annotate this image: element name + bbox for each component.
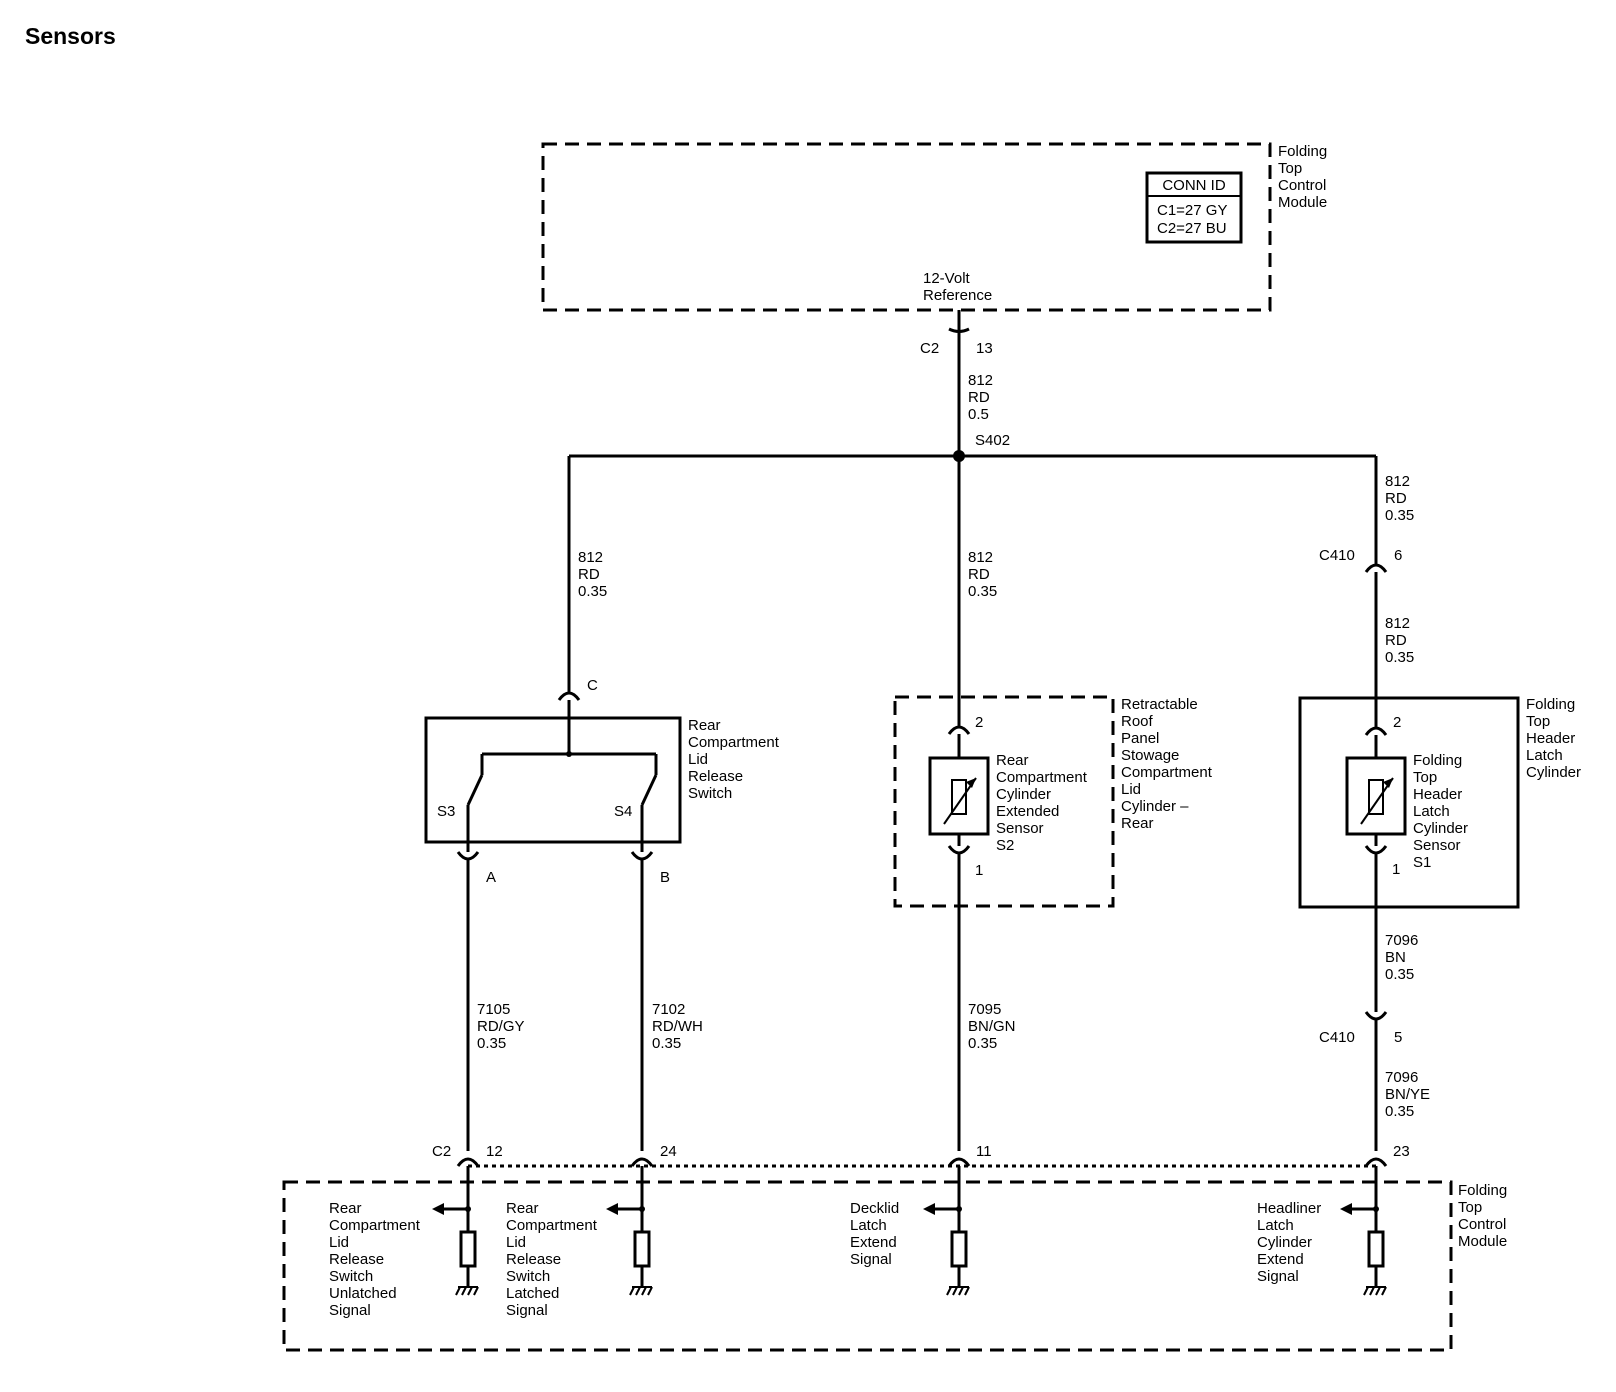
- signal-arrow-23: [1340, 1203, 1352, 1215]
- connector-c410-pin-6-label: 6: [1394, 547, 1402, 564]
- switch-pin-a-label: A: [486, 869, 496, 886]
- wire-812-right-lower-label: 812 RD 0.35: [1385, 615, 1414, 666]
- wire-7102-label: 7102 RD/WH 0.35: [652, 1001, 707, 1052]
- wire-7095-label: 7095 BN/GN 0.35: [968, 1001, 1020, 1052]
- bottom-control-module-box: [282, 1180, 1453, 1352]
- conn-id-line-2: C2=27 BU: [1157, 220, 1227, 237]
- switch-pin-c-label: C: [587, 677, 598, 694]
- module-terminal-11: 11 Decklid Latch Extend Signal: [850, 1143, 992, 1296]
- wire-812-main-label: 812 RD 0.5: [968, 372, 997, 423]
- sensor-s1-resistor: [1368, 779, 1384, 815]
- pulldown-resistor-24: [633, 1230, 651, 1268]
- module-pin-11-label: 11: [976, 1143, 992, 1160]
- sensor-s2-pin-2-label: 2: [975, 714, 983, 731]
- sensor-s1-pin-2-label: 2: [1393, 714, 1401, 731]
- sensor-s1-element: [1345, 756, 1407, 836]
- wire-812-center-label: 812 RD 0.35: [968, 549, 997, 600]
- connector-c410-upper-label: C410: [1319, 547, 1355, 564]
- ground-icon-24: [629, 1286, 653, 1296]
- pulldown-resistor-23: [1367, 1230, 1385, 1268]
- connector-c410-pin-5-symbol: [1364, 1011, 1388, 1021]
- sensor-s2-pin-1-label: 1: [975, 862, 983, 879]
- module-terminal-23: 23 Headliner Latch Cylinder Extend Signa…: [1257, 1143, 1410, 1296]
- top-control-module-box: [541, 142, 1272, 312]
- conn-id-box: CONN ID C1=27 GY C2=27 BU: [1145, 171, 1243, 244]
- signal-arrow-12: [432, 1203, 444, 1215]
- connector-c410-pin-6-symbol: [1364, 563, 1388, 573]
- connector-c2-pin-13: 13: [976, 340, 993, 357]
- switch-contact-s3: [466, 774, 484, 806]
- sensor-s2-pin-1-connector-symbol: [947, 845, 971, 855]
- module-pin-12-label: 12: [486, 1143, 503, 1160]
- sensor-s1-housing-name: Folding Top Header Latch Cylinder: [1526, 696, 1581, 781]
- retractable-roof-panel-housing: [893, 695, 1115, 908]
- switch-pin-a-connector-symbol: [456, 851, 480, 861]
- sensor-s2-pin-2-connector-symbol: [947, 725, 971, 735]
- switch-contact-s4-label: S4: [614, 803, 632, 820]
- wire-7096-bnye-label: 7096 BN/YE 0.35: [1385, 1069, 1434, 1120]
- sensor-s1-pin-1-connector-symbol: [1364, 845, 1388, 855]
- module-pin-24-label: 24: [660, 1143, 677, 1160]
- sensor-s2-name: Rear Compartment Cylinder Extended Senso…: [996, 752, 1091, 854]
- switch-pin-b-label: B: [660, 869, 670, 886]
- connector-c410-pin-5-label: 5: [1394, 1029, 1402, 1046]
- wire-7105-label: 7105 RD/GY 0.35: [477, 1001, 528, 1052]
- page-title: Sensors: [25, 23, 116, 49]
- switch-contact-s3-label: S3: [437, 803, 455, 820]
- reference-terminal-label: 12-Volt Reference: [923, 270, 992, 304]
- switch-pin-b-connector-symbol: [630, 851, 654, 861]
- connector-c410-lower-label: C410: [1319, 1029, 1355, 1046]
- signal-label-11: Decklid Latch Extend Signal: [850, 1200, 903, 1268]
- ground-icon-11: [946, 1286, 970, 1296]
- bottom-module-name: Folding Top Control Module: [1458, 1182, 1511, 1250]
- pulldown-resistor-12: [459, 1230, 477, 1268]
- folding-top-header-latch-cylinder-housing: [1298, 696, 1520, 909]
- signal-label-12: Rear Compartment Lid Release Switch Unla…: [329, 1200, 424, 1319]
- rear-compartment-lid-release-switch-box: [424, 716, 682, 844]
- splice-s402-label: S402: [975, 432, 1010, 449]
- ground-icon-12: [455, 1286, 479, 1296]
- sensor-s1-name: Folding Top Header Latch Cylinder Sensor…: [1413, 752, 1472, 871]
- connector-c2-bottom-label: C2: [432, 1143, 451, 1160]
- signal-arrow-24: [606, 1203, 618, 1215]
- top-module-name: Folding Top Control Module: [1278, 143, 1331, 211]
- switch-pin-c-connector-symbol: [557, 691, 581, 701]
- conn-id-header: CONN ID: [1162, 177, 1226, 194]
- sensor-s2-housing-name: Retractable Roof Panel Stowage Compartme…: [1121, 696, 1216, 832]
- wire-7096-bn-label: 7096 BN 0.35: [1385, 932, 1423, 983]
- wire-812-left-label: 812 RD 0.35: [578, 549, 607, 600]
- sensor-s1-pin-2-connector-symbol: [1364, 726, 1388, 736]
- sensor-s1-pin-1-label: 1: [1392, 861, 1400, 878]
- switch-contact-s4: [640, 774, 658, 806]
- signal-arrow-11: [923, 1203, 935, 1215]
- wire-812-right-upper-label: 812 RD 0.35: [1385, 473, 1414, 524]
- module-terminal-12: 12 Rear Compartment Lid Release Switch U…: [329, 1143, 503, 1319]
- connector-c2-top-label: C2: [920, 340, 939, 357]
- module-terminal-24: 24 Rear Compartment Lid Release Switch L…: [506, 1143, 677, 1319]
- pulldown-resistor-11: [950, 1230, 968, 1268]
- signal-label-23: Headliner Latch Cylinder Extend Signal: [1257, 1200, 1325, 1285]
- switch-name: Rear Compartment Lid Release Switch: [688, 717, 783, 802]
- sensor-s2-element: [928, 756, 990, 836]
- sensor-s2-resistor: [951, 779, 967, 815]
- ground-icon-23: [1363, 1286, 1387, 1296]
- module-pin-23-label: 23: [1393, 1143, 1410, 1160]
- conn-id-line-1: C1=27 GY: [1157, 202, 1227, 219]
- signal-label-24: Rear Compartment Lid Release Switch Latc…: [506, 1200, 601, 1319]
